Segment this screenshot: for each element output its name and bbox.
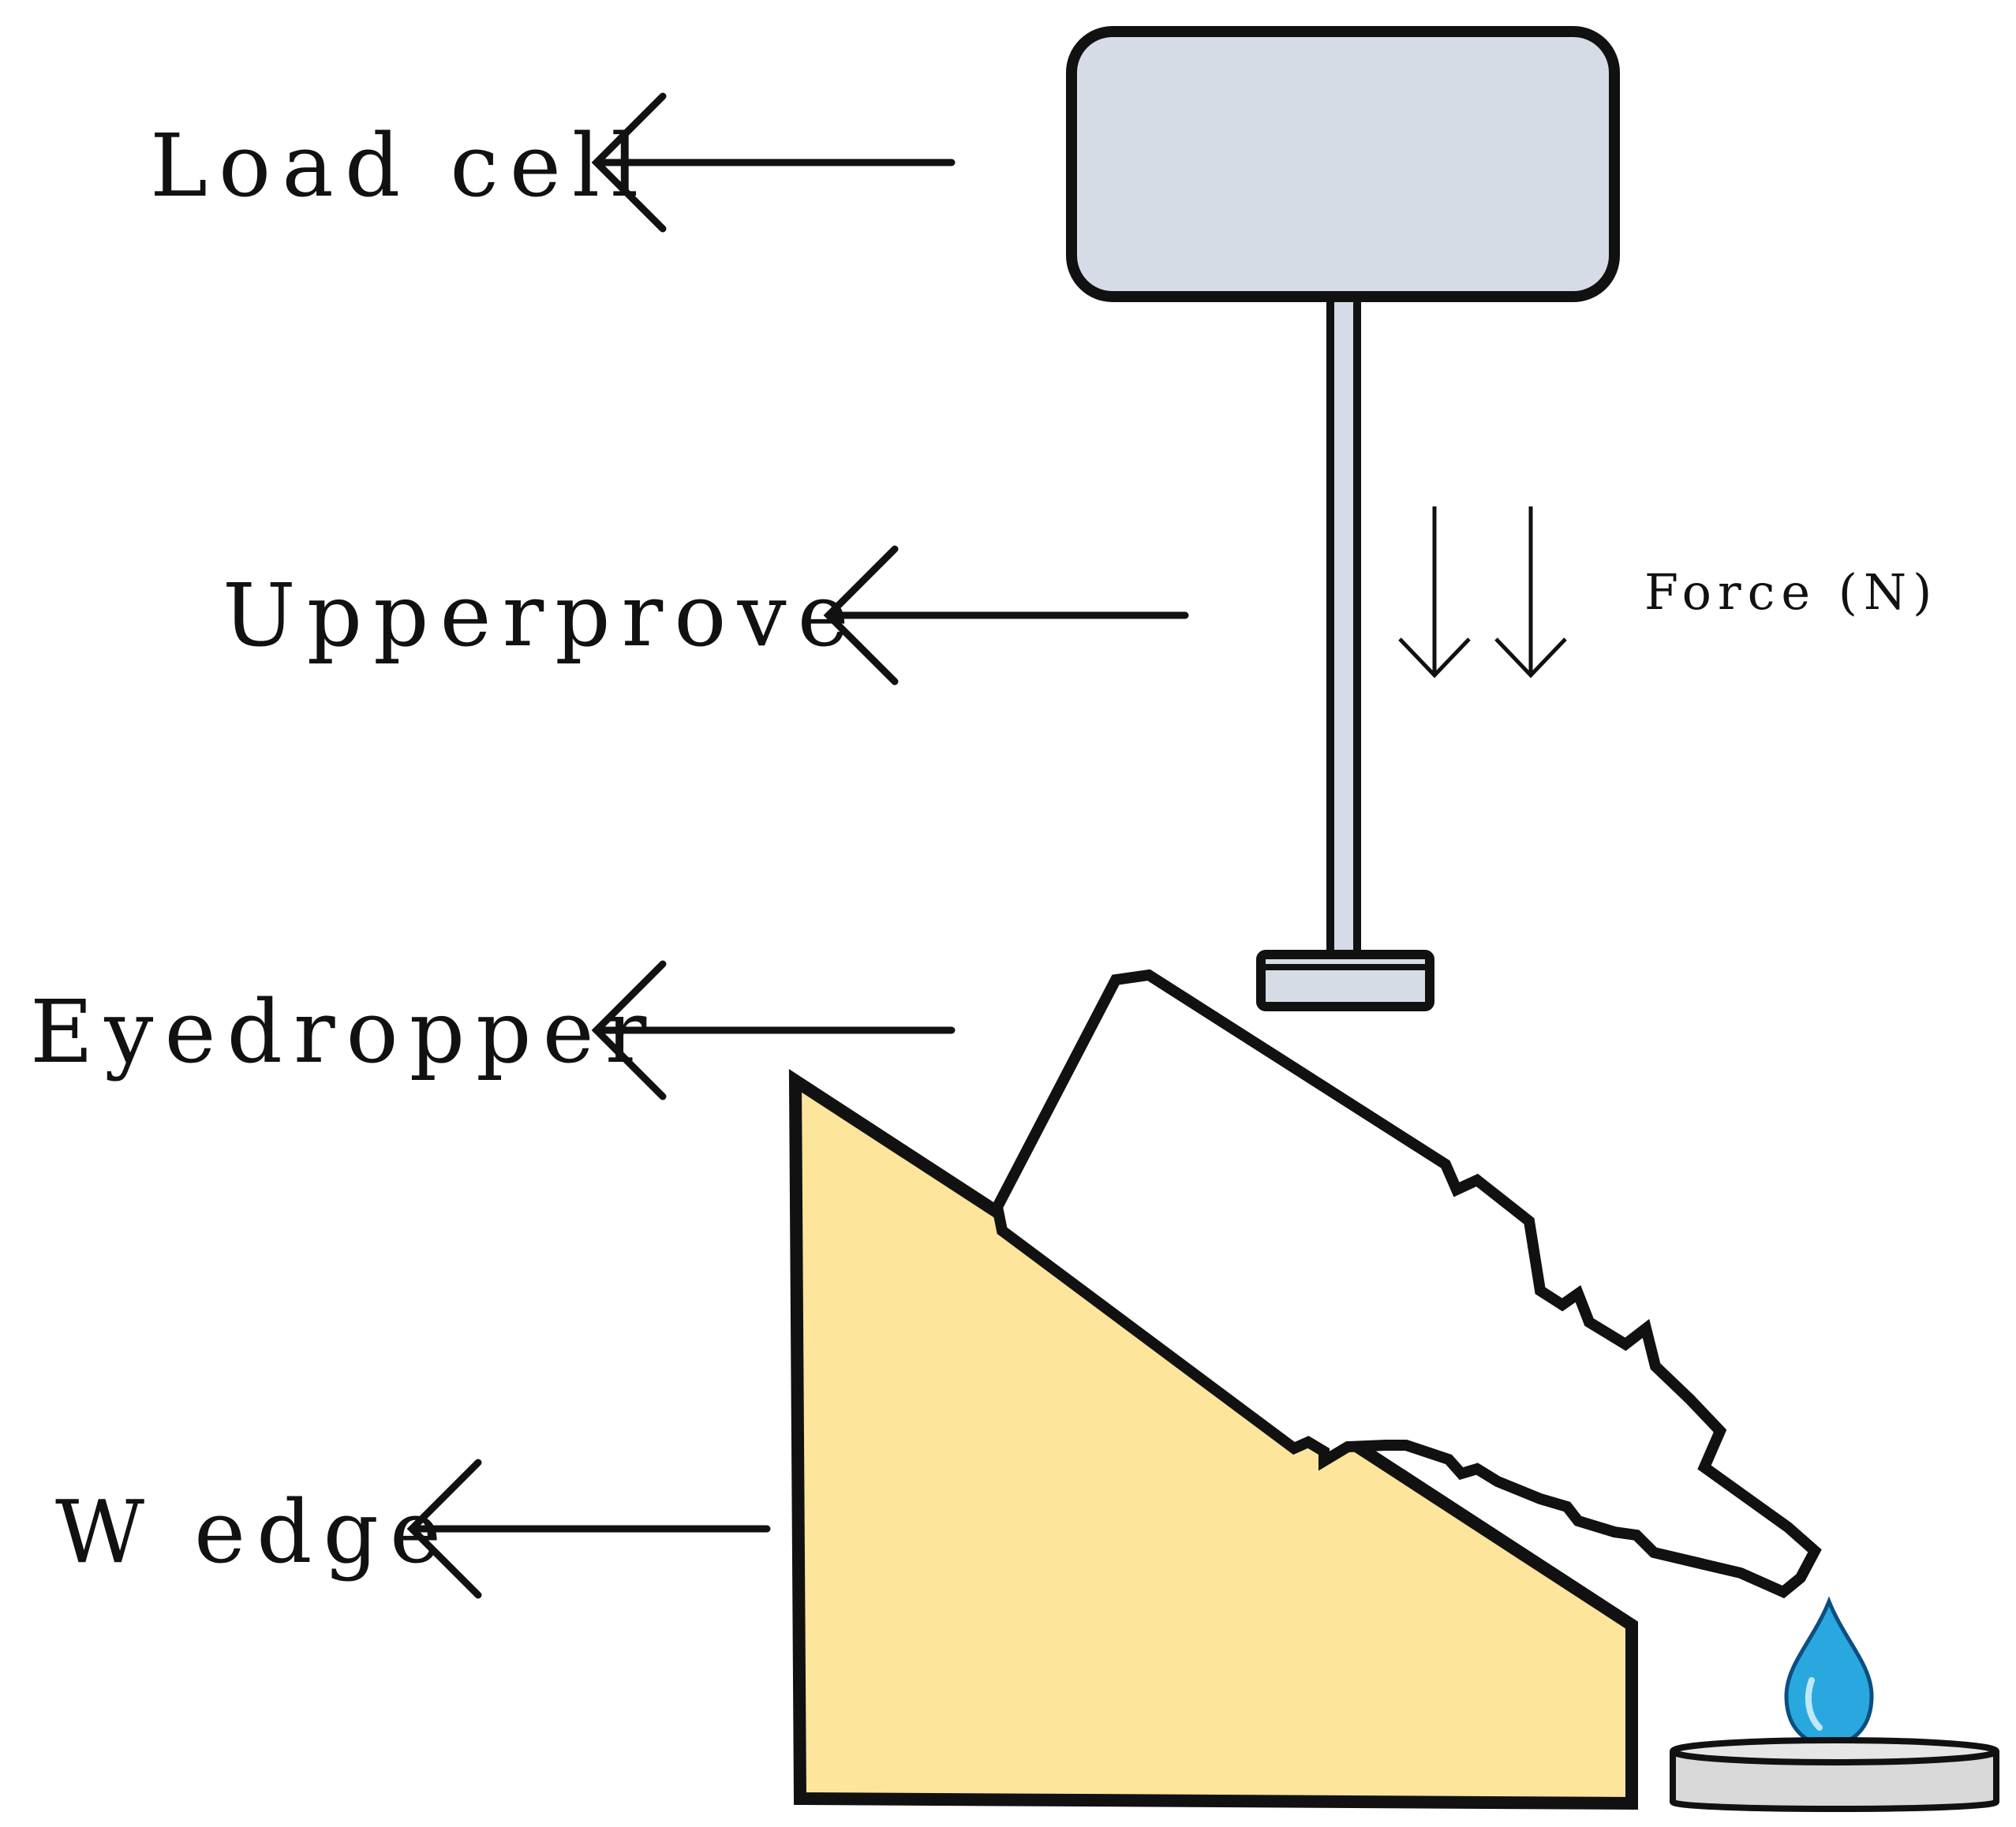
force-arrow-right xyxy=(1494,506,1567,678)
eyedropper-arrow xyxy=(591,960,956,1100)
load-cell-box xyxy=(1066,26,1620,302)
eyedropper-shape xyxy=(991,969,1822,1599)
eyedropper-label: Eyedropper xyxy=(30,981,657,1082)
upper-probe-arrow xyxy=(823,545,1189,686)
upper-probe-rod xyxy=(1326,294,1361,960)
water-droplet-highlight xyxy=(1805,1677,1823,1731)
load-cell-label: Load cell xyxy=(150,115,649,216)
force-arrow-left xyxy=(1398,506,1471,678)
upper-probe-tip xyxy=(1256,950,1434,1011)
wedge-arrow xyxy=(406,1459,771,1599)
load-cell-arrow xyxy=(591,92,956,233)
wedge-label: W edge xyxy=(55,1481,452,1582)
force-label: Force (N) xyxy=(1644,563,1938,621)
petri-dish xyxy=(1670,1737,1999,1812)
water-droplet xyxy=(1784,1596,1874,1747)
upper-probe-label: Upperprove xyxy=(223,565,860,666)
